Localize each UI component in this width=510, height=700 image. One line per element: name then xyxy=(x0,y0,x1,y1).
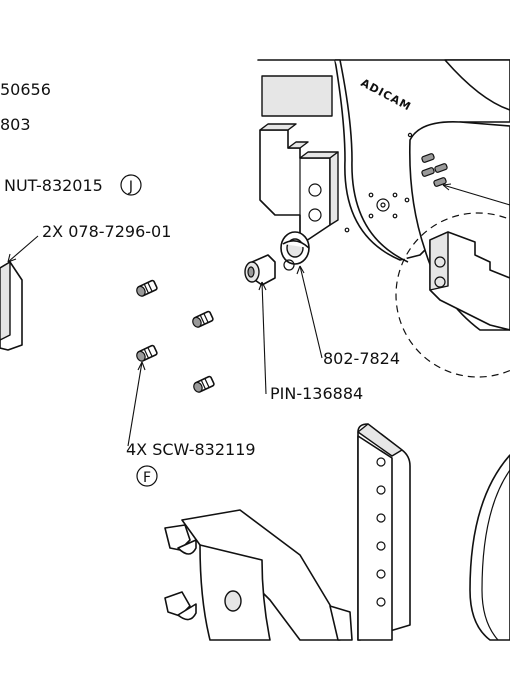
loose-screw-4 xyxy=(193,375,215,393)
bottom-clamp-assembly xyxy=(164,509,353,641)
nut-label: NUT-832015 xyxy=(4,176,103,195)
callout-f: F xyxy=(136,465,158,487)
pin-label: PIN-136884 xyxy=(270,384,363,403)
callout-j: J xyxy=(120,174,142,196)
screw-leader xyxy=(442,184,510,206)
small-screws xyxy=(421,153,448,187)
loose-screw-2 xyxy=(192,310,214,328)
plate-hole xyxy=(376,198,390,212)
upper-bracket xyxy=(259,123,339,246)
pin-leader xyxy=(261,281,267,395)
callout-f-text: F xyxy=(143,470,151,486)
partial-label-2: 803 xyxy=(0,115,31,134)
bottom-right-curve xyxy=(469,454,510,641)
slotted-bar xyxy=(357,423,411,641)
pin-part xyxy=(244,254,276,286)
detail-bracket xyxy=(429,231,510,331)
left-partial-bracket xyxy=(0,261,23,351)
loose-screw-3 xyxy=(136,344,158,362)
bushing-part xyxy=(280,231,310,271)
screws-leader xyxy=(127,361,143,447)
callout-j-text: J xyxy=(128,179,133,195)
bracket-leader xyxy=(7,235,39,263)
detail-zoom-circle xyxy=(395,212,510,378)
screws-label: 4X SCW-832119 xyxy=(126,440,256,459)
loose-screw-1 xyxy=(136,279,158,297)
plate-cutout xyxy=(261,75,333,117)
bracket-label: 2X 078-7296-01 xyxy=(42,222,171,241)
partial-label-1: 50656 xyxy=(0,80,51,99)
bushing-label: 802-7824 xyxy=(323,349,400,368)
main-plate: ADICAM xyxy=(257,59,510,263)
bushing-leader xyxy=(299,265,323,359)
